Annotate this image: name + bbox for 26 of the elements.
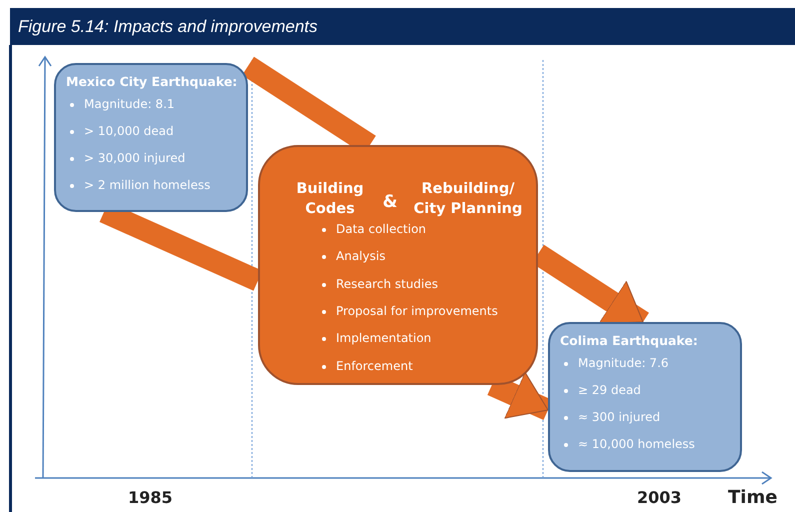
list-item: Data collection <box>336 222 426 236</box>
list-item: ≥ 29 dead <box>578 383 641 397</box>
list-item: > 30,000 injured <box>84 151 186 165</box>
section-heading: Rebuilding/ City Planning <box>412 180 524 219</box>
year-label: 2003 <box>637 488 682 507</box>
list-item: > 2 million homeless <box>84 178 210 192</box>
list-item: ≈ 300 injured <box>578 410 660 424</box>
section-heading: Building Codes <box>295 180 365 219</box>
list-item: Magnitude: 8.1 <box>84 97 175 111</box>
list-item: Research studies <box>336 276 438 291</box>
figure-title: Figure 5.14: Impacts and improvements <box>10 8 795 45</box>
ampersand: & <box>382 191 398 214</box>
axis-title: Time <box>728 487 778 508</box>
year-label: 1985 <box>128 488 173 507</box>
list-item: Enforcement <box>336 358 413 372</box>
list-item: Proposal for improvements <box>336 304 498 318</box>
list-item: Implementation <box>336 331 432 346</box>
list-item: ≈ 10,000 homeless <box>578 437 695 451</box>
event-heading: Colima Earthquake: <box>560 333 699 348</box>
list-item: Analysis <box>336 249 386 264</box>
list-item: Magnitude: 7.6 <box>578 356 669 370</box>
event-box <box>548 322 742 472</box>
event-heading: Mexico City Earthquake: <box>66 74 236 89</box>
process-box <box>258 145 538 385</box>
list-item: > 10,000 dead <box>84 124 174 138</box>
event-box <box>54 63 248 212</box>
